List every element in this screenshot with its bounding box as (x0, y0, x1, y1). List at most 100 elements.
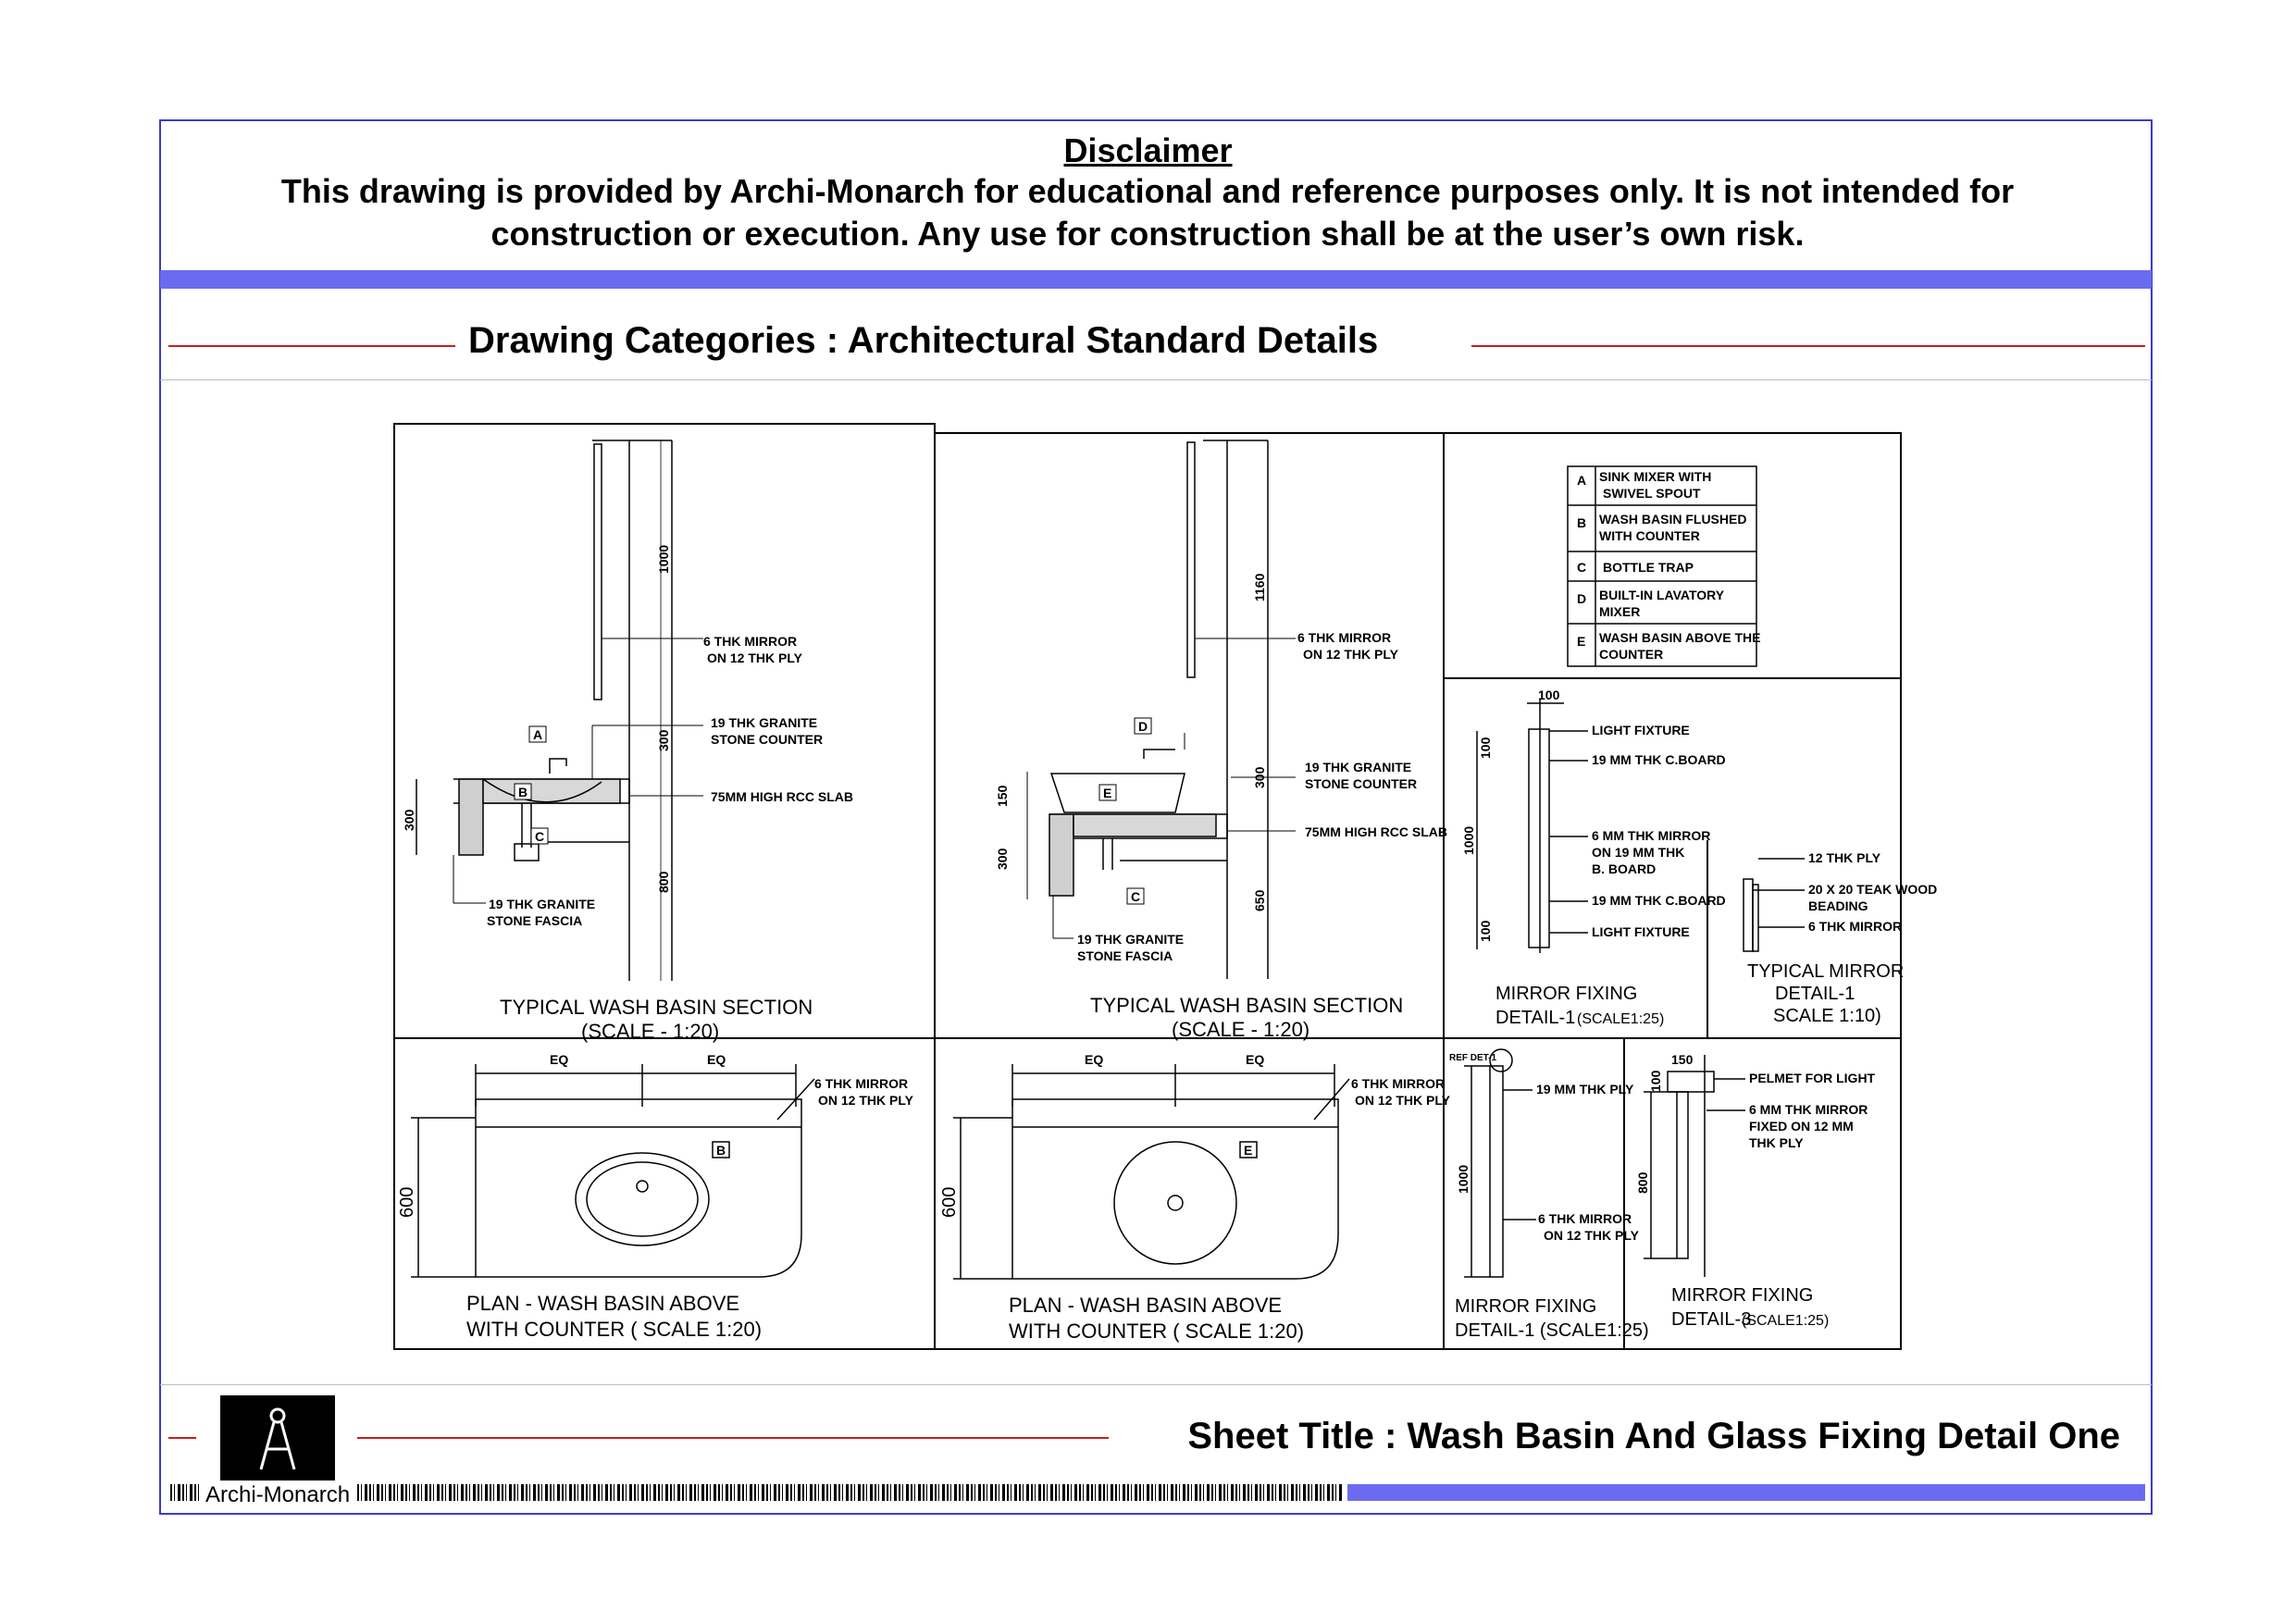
legend-c-1: BOTTLE TRAP (1603, 560, 1694, 575)
md2-mirror-2: ON 12 THK PLY (1544, 1228, 1640, 1243)
tm-caption-3: SCALE 1:10) (1773, 1006, 1881, 1026)
p2-tag: E (1244, 1143, 1252, 1158)
md3-caption-1: MIRROR FIXING (1671, 1285, 1813, 1306)
s2-caption-2: (SCALE - 1:20) (1172, 1018, 1309, 1041)
section-2-drawing (1049, 440, 1269, 979)
md1-dim-bot: 100 (1478, 920, 1493, 942)
plan-1-drawing (411, 1064, 815, 1278)
p2-eq-1: EQ (1085, 1052, 1103, 1067)
footer-band (1347, 1484, 2145, 1501)
s1-fascia-2: STONE FASCIA (487, 913, 582, 928)
p2-dim: 600 (939, 1187, 960, 1218)
panel-right-border (1443, 432, 1902, 1350)
md3-dim-w: 150 (1671, 1052, 1694, 1067)
s1-fascia-1: 19 THK GRANITE (489, 897, 595, 911)
brand-name: Archi-Monarch (205, 1482, 351, 1507)
s2-dim-left-top: 150 (995, 785, 1010, 807)
s2-fascia-1: 19 THK GRANITE (1077, 932, 1184, 947)
sheet-title: Sheet Title : Wash Basin And Glass Fixin… (1187, 1416, 2120, 1456)
md3-mirror-3: THK PLY (1749, 1135, 1804, 1150)
disclaimer-line-2: construction or execution. Any use for c… (490, 215, 1805, 253)
md1-dim-mid: 1000 (1461, 826, 1476, 855)
s1-granite-1: 19 THK GRANITE (711, 715, 817, 730)
legend-a-1: SINK MIXER WITH (1599, 469, 1711, 484)
md3-mirror-2: FIXED ON 12 MM (1749, 1119, 1854, 1134)
s1-slab: 75MM HIGH RCC SLAB (711, 789, 853, 804)
sheet-frame (159, 119, 2153, 1515)
s2-tag-e: E (1103, 786, 1111, 800)
footer-divider (160, 1384, 2152, 1385)
md1-dim-w: 100 (1538, 688, 1560, 702)
s1-mirror-1: 6 THK MIRROR (703, 634, 797, 649)
legend-b-2: WITH COUNTER (1599, 528, 1700, 543)
md1-caption-1: MIRROR FIXING (1496, 984, 1637, 1004)
s2-mirror-1: 6 THK MIRROR (1297, 630, 1391, 645)
md2-caption-1: MIRROR FIXING (1455, 1296, 1596, 1317)
s2-mirror-2: ON 12 THK PLY (1303, 647, 1399, 662)
tm-bead-2: BEADING (1808, 898, 1868, 913)
md1-light-bot: LIGHT FIXTURE (1592, 924, 1690, 939)
md1-caption-3: (SCALE1:25) (1577, 1011, 1664, 1027)
md1-board-top: 19 MM THK C.BOARD (1592, 752, 1726, 767)
legend-a-2: SWIVEL SPOUT (1603, 486, 1701, 501)
disclaimer-text: This drawing is provided by Archi-Monarc… (222, 170, 2073, 255)
p1-eq-1: EQ (550, 1052, 568, 1067)
s2-dim-bot: 650 (1252, 889, 1267, 911)
legend-d-1: BUILT-IN LAVATORY (1599, 588, 1725, 602)
legend-key-a: A (1577, 473, 1586, 488)
md3-pelmet: PELMET FOR LIGHT (1749, 1071, 1876, 1085)
s1-dim-mid: 300 (656, 729, 671, 751)
p2-eq-2: EQ (1246, 1052, 1264, 1067)
s1-granite-2: STONE COUNTER (711, 732, 823, 747)
archi-monarch-logo (220, 1395, 335, 1481)
legend-key-d: D (1577, 591, 1586, 606)
p1-caption-2: WITH COUNTER ( SCALE 1:20) (466, 1318, 762, 1341)
s1-tag-b: B (518, 785, 527, 799)
legend-key-c: C (1577, 560, 1586, 575)
s1-caption-1: TYPICAL WASH BASIN SECTION (500, 996, 813, 1019)
legend-key-b: B (1577, 515, 1586, 530)
footer-rule-left (168, 1437, 196, 1439)
barcode-strip (357, 1484, 1342, 1501)
s2-caption-1: TYPICAL WASH BASIN SECTION (1090, 994, 1403, 1017)
category-rule-left (168, 345, 455, 347)
p1-mirror-2: ON 12 THK PLY (818, 1093, 914, 1108)
s1-dim-left: 300 (402, 809, 416, 831)
mirror-detail-3-drawing (1644, 1055, 1745, 1277)
p1-dim: 600 (397, 1187, 417, 1218)
tm-mirror: 6 THK MIRROR (1808, 919, 1902, 934)
p1-tag: B (716, 1143, 726, 1158)
s1-dim-top: 1000 (656, 545, 671, 574)
barcode-left (170, 1484, 202, 1501)
s2-granite-1: 19 THK GRANITE (1305, 760, 1411, 774)
s2-tag-d: D (1138, 719, 1148, 734)
tm-bead-1: 20 X 20 TEAK WOOD (1808, 882, 1937, 897)
legend-d-2: MIXER (1599, 604, 1640, 619)
p2-mirror-1: 6 THK MIRROR (1351, 1076, 1445, 1091)
md3-dim-top: 100 (1648, 1070, 1663, 1092)
panel-middle-border (934, 432, 1445, 1350)
tm-caption-2: DETAIL-1 (1775, 984, 1855, 1004)
tm-caption-1: TYPICAL MIRROR (1747, 961, 1904, 982)
legend-table (1567, 465, 1757, 667)
compass-icon (259, 1407, 296, 1470)
md2-dim: 1000 (1456, 1165, 1471, 1194)
plan-2-drawing (953, 1064, 1350, 1280)
md1-mirror-2: ON 19 MM THK (1592, 845, 1684, 860)
md3-mirror-1: 6 MM THK MIRROR (1749, 1102, 1868, 1117)
s1-mirror-2: ON 12 THK PLY (707, 650, 803, 665)
disclaimer-title: Disclaimer (1063, 131, 1233, 169)
footer-rule-middle (357, 1437, 1109, 1439)
s1-dim-bot: 800 (656, 871, 671, 893)
md1-dim-top: 100 (1478, 737, 1493, 759)
s2-slab: 75MM HIGH RCC SLAB (1305, 824, 1447, 839)
md2-caption-2: DETAIL-1 (SCALE1:25) (1455, 1320, 1649, 1341)
s2-dim-top: 1160 (1252, 573, 1267, 601)
md1-mirror-3: B. BOARD (1592, 861, 1656, 876)
md1-light-top: LIGHT FIXTURE (1592, 723, 1690, 737)
legend-e-1: WASH BASIN ABOVE THE (1599, 630, 1761, 645)
md2-ref: REF DET-1 (1449, 1053, 1497, 1063)
p2-caption-1: PLAN - WASH BASIN ABOVE (1009, 1294, 1282, 1317)
s2-dim-left: 300 (995, 848, 1010, 870)
